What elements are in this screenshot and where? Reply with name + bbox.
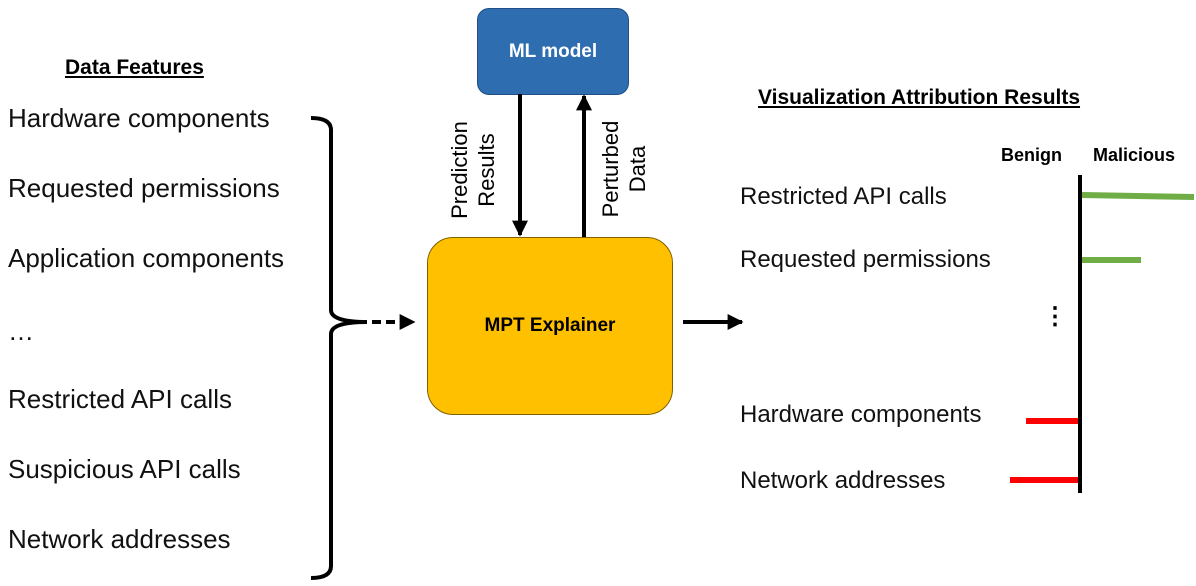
benign-label: Benign bbox=[1001, 145, 1062, 165]
ml-model-label: ML model bbox=[508, 40, 598, 62]
visualization-heading: Visualization Attribution Results bbox=[758, 86, 1081, 109]
bar-restricted-api-calls bbox=[1081, 192, 1195, 200]
result-label-network-addresses: Network addresses bbox=[740, 467, 946, 494]
feature-hardware-components: Hardware components bbox=[8, 103, 270, 133]
malicious-label: Malicious bbox=[1093, 145, 1176, 165]
data-features-heading: Data Features bbox=[65, 56, 204, 79]
mpt-explainer-box: MPT Explainer bbox=[427, 237, 673, 415]
feature-ellipsis: … bbox=[8, 316, 34, 346]
feature-suspicious-api-calls: Suspicious API calls bbox=[8, 454, 241, 484]
result-label-restricted-api-calls: Restricted API calls bbox=[740, 183, 947, 210]
feature-requested-permissions: Requested permissions bbox=[8, 173, 280, 203]
feature-application-components: Application components bbox=[8, 243, 285, 273]
results-ellipsis: ⋮ bbox=[1043, 303, 1067, 330]
feature-network-addresses: Network addresses bbox=[8, 524, 231, 554]
feature-restricted-api-calls: Restricted API calls bbox=[8, 384, 232, 414]
feature-bracket bbox=[310, 116, 368, 580]
ml-model-box: ML model bbox=[477, 8, 629, 95]
result-label-hardware-components: Hardware components bbox=[740, 401, 982, 428]
mpt-explainer-label: MPT Explainer bbox=[484, 315, 616, 336]
result-label-requested-permissions: Requested permissions bbox=[740, 246, 991, 273]
